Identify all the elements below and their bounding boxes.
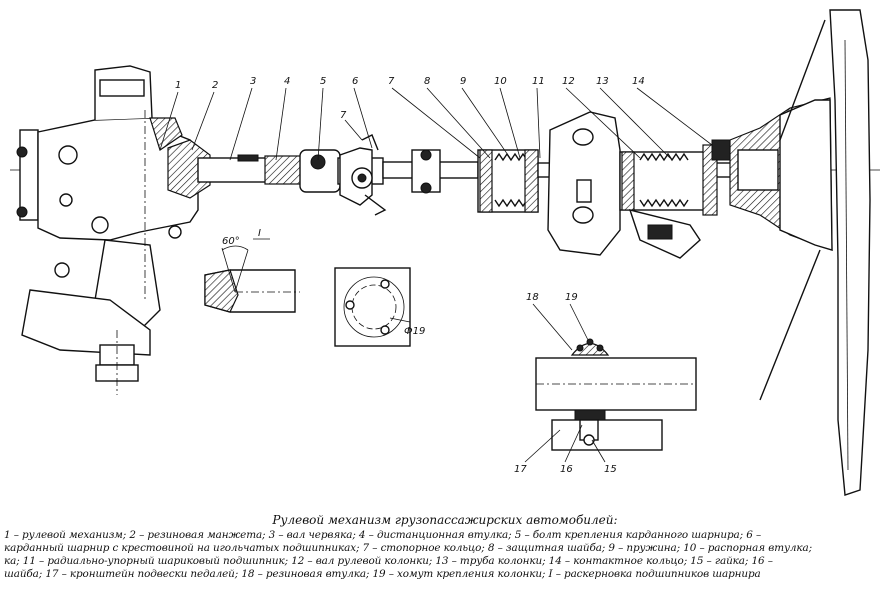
callout-leaders: [159, 87, 713, 463]
callout-12: 12: [562, 76, 575, 87]
caption-legend-line-4: шайба; 17 – кронштейн подвески педалей; …: [4, 568, 761, 580]
callout-13: 13: [596, 76, 609, 87]
callout-19: 19: [565, 292, 578, 303]
callout-8: 8: [424, 76, 430, 87]
callout-6: 6: [352, 76, 358, 87]
worm-shaft: [197, 157, 269, 183]
column-clamp-bracket: [547, 111, 621, 256]
caption-legend-line-2: карданный шарнир с крестовиной на игольч…: [4, 542, 812, 554]
callout-1: 1: [175, 80, 181, 91]
callout-9: 9: [460, 76, 466, 87]
callout-4: 4: [284, 76, 290, 87]
callout-17: 17: [514, 464, 527, 475]
diameter-label: Ф19: [404, 326, 425, 337]
detail-clamp-section: [535, 338, 697, 451]
steering-mechanism-drawing: 1 2 3 4 5 6 7 7 8 9 10 11 12 13 14 18 19…: [10, 9, 880, 496]
callout-11: 11: [532, 76, 545, 87]
column-spring-assembly: [477, 149, 539, 213]
view-label-I: I: [258, 228, 261, 239]
detail-flange: [334, 267, 411, 347]
angle-label: 60°: [222, 236, 240, 247]
callout-14: 14: [632, 76, 645, 87]
callout-7b: 7: [388, 76, 395, 87]
callout-10: 10: [494, 76, 507, 87]
steering-wheel-hub: [729, 97, 833, 251]
column-tube: [619, 144, 718, 259]
caption-legend-line-1: 1 – рулевой механизм; 2 – резиновая манж…: [4, 529, 762, 541]
callout-16: 16: [560, 464, 573, 475]
callout-3: 3: [250, 76, 256, 87]
callout-18: 18: [526, 292, 539, 303]
callout-7: 7: [340, 110, 347, 121]
rubber-boot: [167, 139, 211, 199]
callout-2: 2: [212, 80, 218, 91]
steering-wheel-rim: [759, 9, 871, 496]
contact-ring: [711, 139, 731, 161]
caption-legend-line-3: ка; 11 – радиально-упорный шариковый под…: [4, 555, 773, 567]
caption-title: Рулевой механизм грузопассажирских автом…: [272, 513, 618, 527]
steering-gear-housing: [16, 65, 199, 395]
cardan-joint: [299, 134, 387, 216]
callout-5: 5: [320, 76, 326, 87]
figure-caption: Рулевой механизм грузопассажирских автом…: [0, 513, 890, 581]
callout-15: 15: [604, 464, 617, 475]
detail-chamfer-60: [204, 245, 300, 313]
